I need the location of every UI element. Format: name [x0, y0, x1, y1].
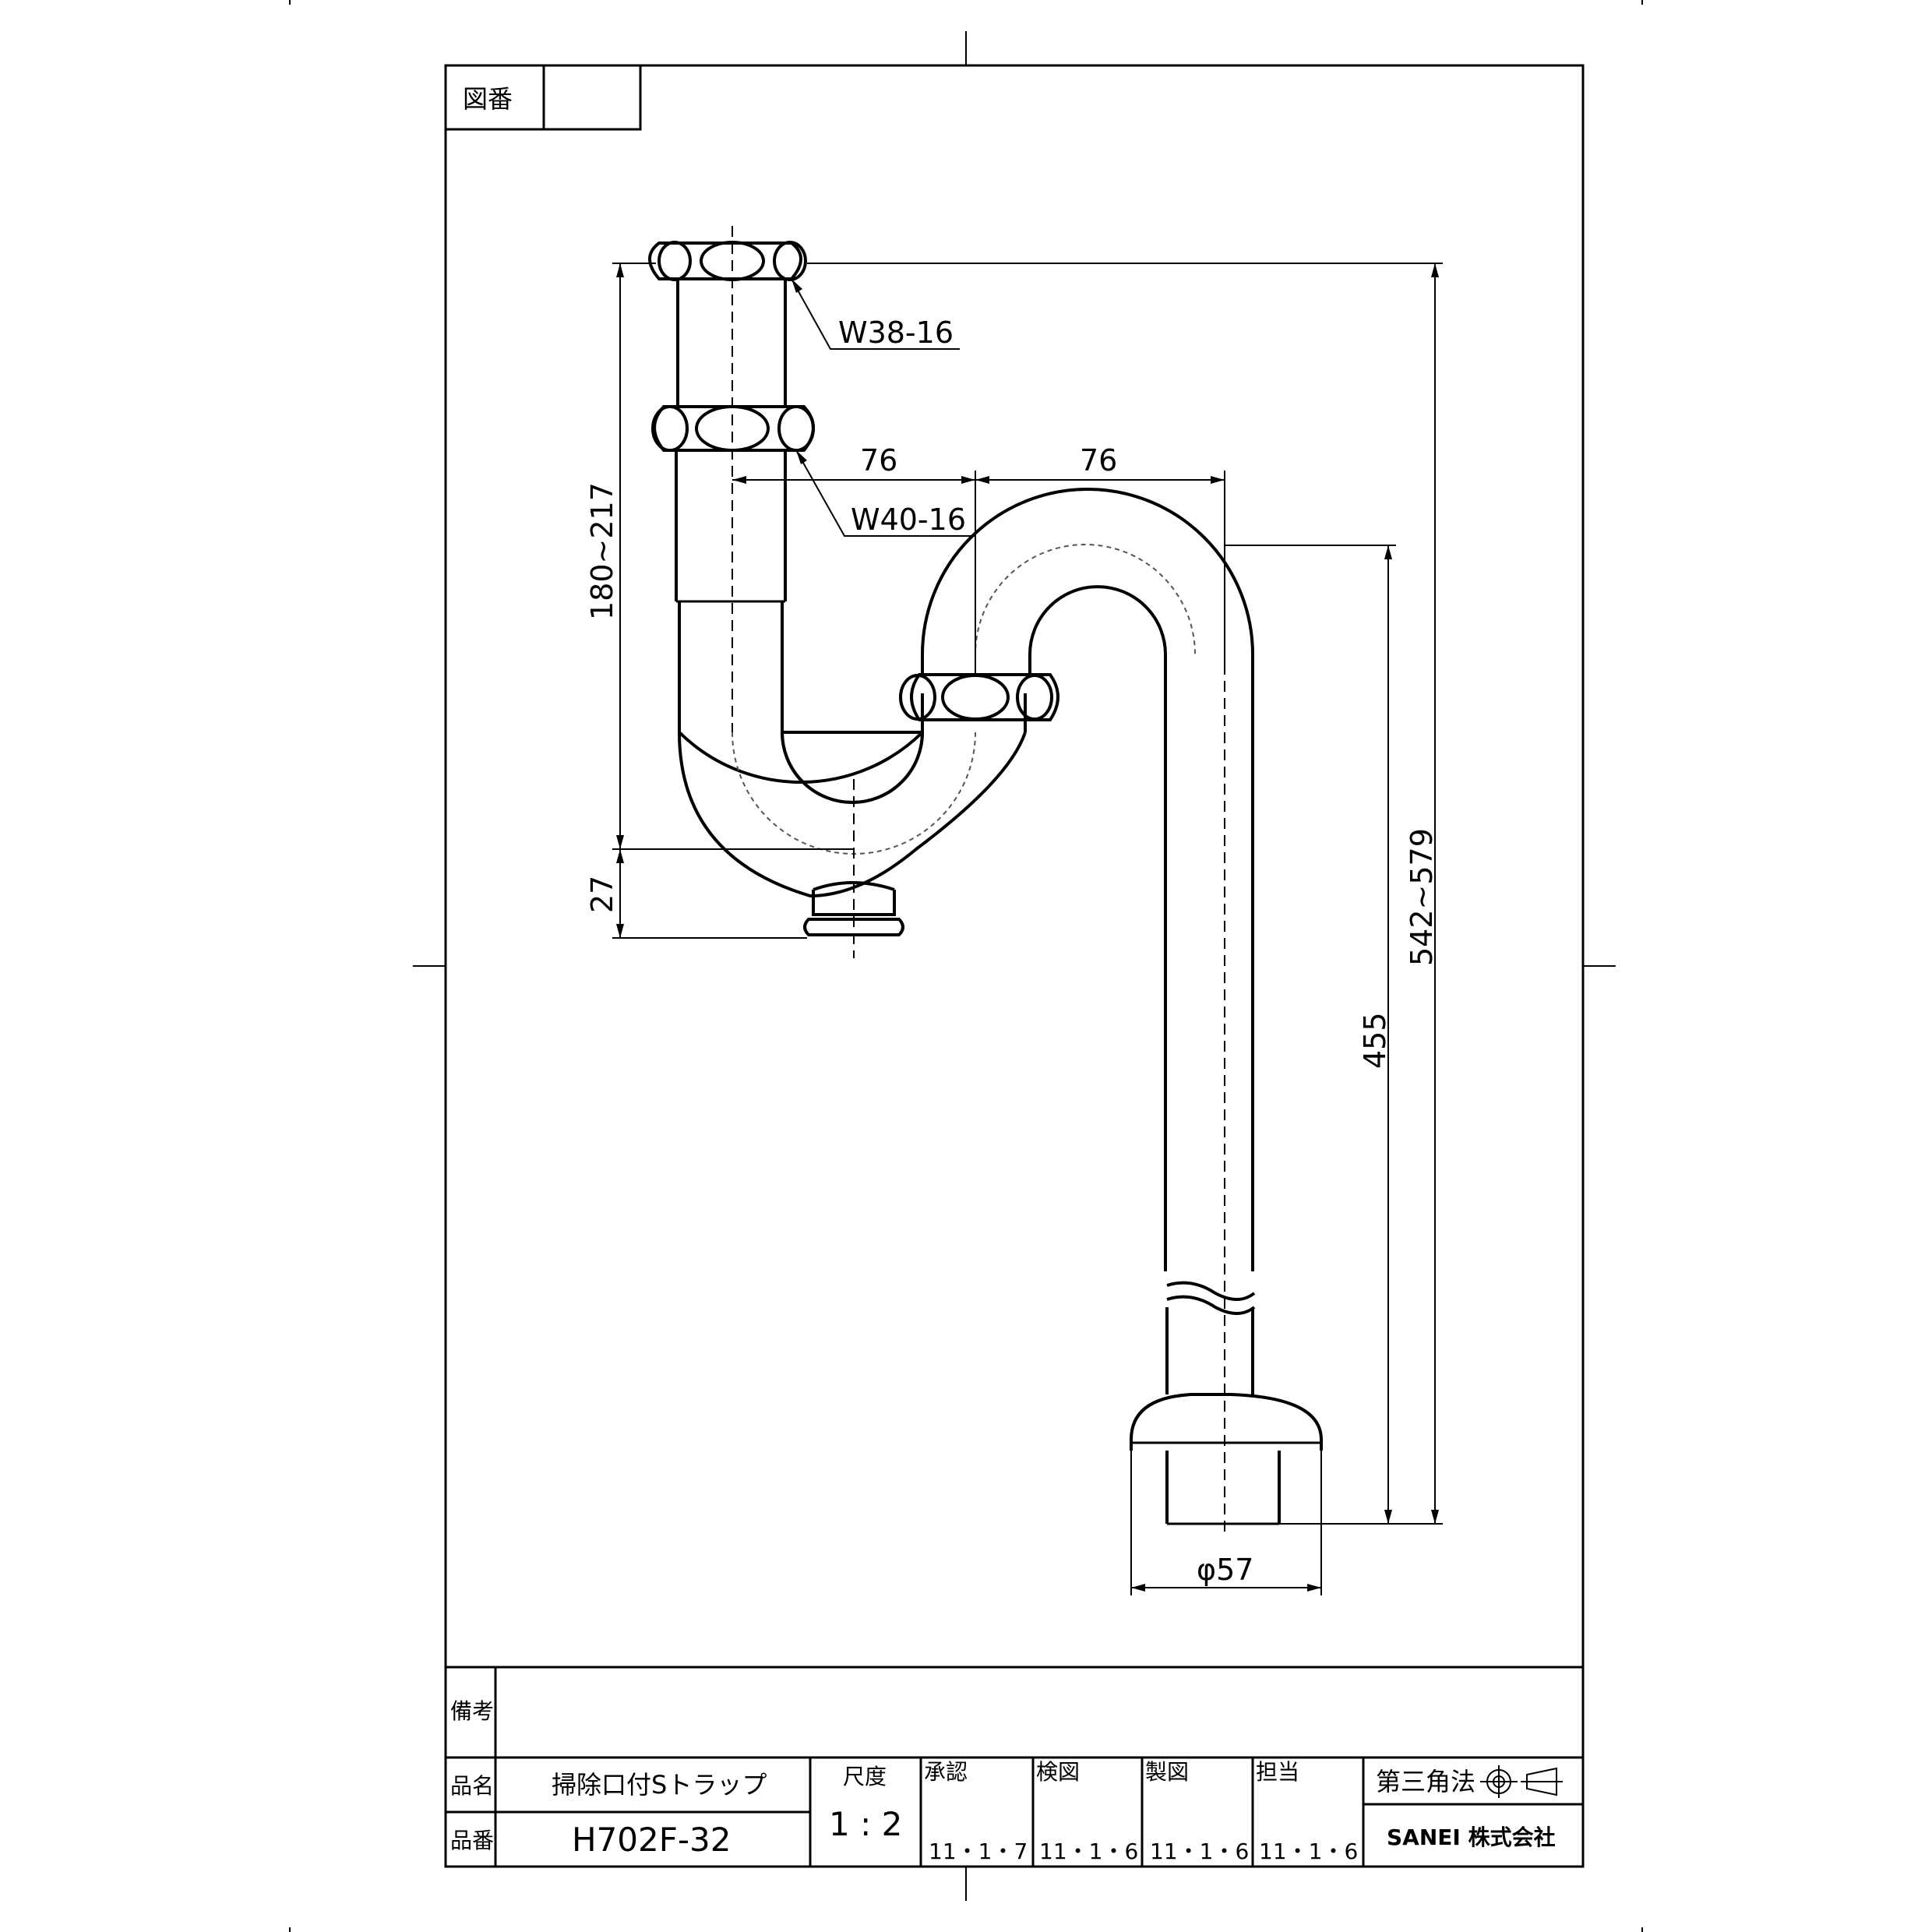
third-angle-projection-icon: [1480, 1765, 1563, 1798]
approved-date: 11・1・7: [929, 1839, 1028, 1864]
product-name-label: 品名: [450, 1773, 494, 1799]
drawing-number-label: 図番: [463, 84, 513, 114]
title-block: 備考 品名 掃除口付Sトラップ 品番 H702F-32 尺度 1 : 2 承認 …: [446, 1666, 1583, 1867]
dim-vertical-right: 542~579: [1405, 828, 1439, 966]
drawing-number-box: 図番: [444, 64, 642, 131]
crop-marks: [289, 0, 1643, 1932]
dim-horizontal-2: 76: [1080, 443, 1117, 478]
dim-mid-thread: W40-16: [851, 502, 966, 537]
dimensions: W38-16 W40-16 76 76 180~217 27 542~579: [585, 263, 1443, 1595]
projection-label: 第三角法: [1376, 1767, 1475, 1796]
product-number-label: 品番: [450, 1828, 494, 1853]
dim-top-thread: W38-16: [838, 316, 954, 350]
s-trap-pipe: [648, 241, 1323, 1525]
top-nut: [648, 241, 807, 281]
drawn-date: 11・1・6: [1150, 1839, 1249, 1864]
dim-vertical-bottom: 27: [585, 876, 619, 913]
product-number-value: H702F-32: [572, 1821, 732, 1859]
center-lines: [732, 226, 1225, 1535]
outlet-flare: [1130, 1393, 1323, 1525]
dim-horizontal-1: 76: [860, 443, 897, 478]
scale-label: 尺度: [843, 1764, 887, 1789]
charge-label: 担当: [1256, 1759, 1299, 1785]
drawing-frame: [444, 64, 1585, 1868]
remarks-label: 備考: [450, 1698, 494, 1724]
dim-vertical-455: 455: [1358, 1012, 1392, 1069]
scale-value: 1 : 2: [829, 1805, 902, 1843]
drawn-label: 製図: [1145, 1759, 1189, 1785]
middle-nut: [651, 405, 815, 452]
charge-date: 11・1・6: [1259, 1839, 1358, 1864]
approved-label: 承認: [924, 1759, 968, 1785]
product-name-value: 掃除口付Sトラップ: [552, 1770, 767, 1800]
junction-nut: [899, 673, 1059, 721]
checked-date: 11・1・6: [1039, 1839, 1138, 1864]
checked-label: 検図: [1036, 1759, 1080, 1785]
dim-vertical-left: 180~217: [585, 482, 619, 620]
dim-diameter: φ57: [1197, 1553, 1253, 1587]
company-name: SANEI 株式会社: [1387, 1824, 1556, 1850]
